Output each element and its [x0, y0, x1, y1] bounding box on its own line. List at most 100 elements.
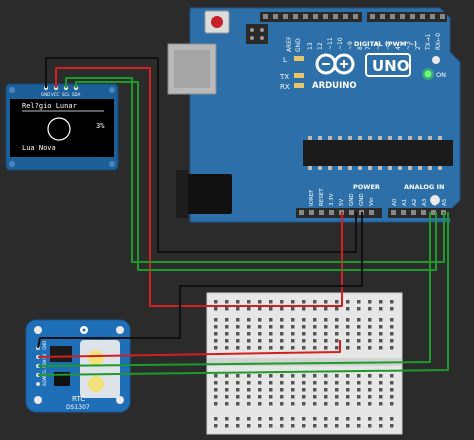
breadboard-hole[interactable]	[335, 339, 339, 343]
breadboard-hole[interactable]	[346, 374, 350, 378]
breadboard-hole[interactable]	[269, 346, 273, 350]
header-pin[interactable]	[370, 14, 375, 19]
breadboard-hole[interactable]	[280, 424, 284, 428]
breadboard-hole[interactable]	[280, 307, 284, 311]
breadboard-hole[interactable]	[302, 307, 306, 311]
breadboard-hole[interactable]	[357, 424, 361, 428]
header-pin[interactable]	[333, 14, 338, 19]
breadboard-hole[interactable]	[302, 325, 306, 329]
breadboard-hole[interactable]	[346, 346, 350, 350]
breadboard-hole[interactable]	[225, 318, 229, 322]
breadboard-hole[interactable]	[302, 402, 306, 406]
breadboard-hole[interactable]	[269, 381, 273, 385]
breadboard-hole[interactable]	[313, 402, 317, 406]
breadboard-hole[interactable]	[269, 374, 273, 378]
breadboard-hole[interactable]	[214, 300, 218, 304]
breadboard-hole[interactable]	[313, 395, 317, 399]
breadboard-hole[interactable]	[346, 395, 350, 399]
breadboard-hole[interactable]	[225, 307, 229, 311]
breadboard-hole[interactable]	[247, 307, 251, 311]
breadboard-hole[interactable]	[346, 318, 350, 322]
breadboard-hole[interactable]	[258, 300, 262, 304]
breadboard-hole[interactable]	[390, 346, 394, 350]
reset-button[interactable]	[204, 10, 230, 34]
header-pin[interactable]	[329, 210, 334, 215]
breadboard-hole[interactable]	[247, 402, 251, 406]
breadboard-hole[interactable]	[280, 318, 284, 322]
breadboard-hole[interactable]	[236, 307, 240, 311]
breadboard-hole[interactable]	[368, 381, 372, 385]
breadboard-hole[interactable]	[302, 395, 306, 399]
breadboard-hole[interactable]	[335, 307, 339, 311]
breadboard-hole[interactable]	[302, 318, 306, 322]
header-pin[interactable]	[390, 14, 395, 19]
breadboard-hole[interactable]	[368, 325, 372, 329]
breadboard-hole[interactable]	[357, 381, 361, 385]
breadboard-hole[interactable]	[335, 381, 339, 385]
breadboard-hole[interactable]	[214, 339, 218, 343]
breadboard-hole[interactable]	[346, 402, 350, 406]
breadboard-hole[interactable]	[368, 417, 372, 421]
breadboard-hole[interactable]	[225, 395, 229, 399]
breadboard-hole[interactable]	[335, 395, 339, 399]
header-pin[interactable]	[380, 14, 385, 19]
breadboard-hole[interactable]	[313, 346, 317, 350]
breadboard-hole[interactable]	[368, 339, 372, 343]
breadboard-hole[interactable]	[324, 339, 328, 343]
breadboard-hole[interactable]	[379, 395, 383, 399]
breadboard-hole[interactable]	[269, 318, 273, 322]
breadboard-hole[interactable]	[346, 325, 350, 329]
breadboard-hole[interactable]	[269, 300, 273, 304]
breadboard-hole[interactable]	[324, 300, 328, 304]
breadboard-hole[interactable]	[324, 402, 328, 406]
breadboard-hole[interactable]	[390, 318, 394, 322]
header-pin[interactable]	[293, 14, 298, 19]
breadboard-hole[interactable]	[379, 307, 383, 311]
header-pin[interactable]	[391, 210, 396, 215]
breadboard-hole[interactable]	[368, 374, 372, 378]
breadboard-hole[interactable]	[379, 424, 383, 428]
header-pin[interactable]	[349, 210, 354, 215]
breadboard-hole[interactable]	[335, 374, 339, 378]
breadboard-hole[interactable]	[390, 325, 394, 329]
breadboard-hole[interactable]	[357, 388, 361, 392]
breadboard-hole[interactable]	[269, 424, 273, 428]
breadboard-hole[interactable]	[346, 300, 350, 304]
breadboard-hole[interactable]	[236, 339, 240, 343]
breadboard-hole[interactable]	[390, 374, 394, 378]
breadboard-hole[interactable]	[335, 402, 339, 406]
breadboard-hole[interactable]	[346, 424, 350, 428]
header-pin[interactable]	[309, 210, 314, 215]
breadboard-hole[interactable]	[280, 402, 284, 406]
breadboard-hole[interactable]	[291, 339, 295, 343]
breadboard-hole[interactable]	[225, 339, 229, 343]
breadboard-hole[interactable]	[379, 381, 383, 385]
breadboard-hole[interactable]	[258, 402, 262, 406]
breadboard-hole[interactable]	[302, 346, 306, 350]
breadboard-hole[interactable]	[346, 332, 350, 336]
breadboard-hole[interactable]	[313, 339, 317, 343]
breadboard-hole[interactable]	[368, 402, 372, 406]
breadboard-hole[interactable]	[291, 346, 295, 350]
breadboard-hole[interactable]	[379, 318, 383, 322]
breadboard-hole[interactable]	[258, 374, 262, 378]
breadboard-hole[interactable]	[280, 381, 284, 385]
breadboard-hole[interactable]	[236, 395, 240, 399]
breadboard-hole[interactable]	[390, 339, 394, 343]
header-pin[interactable]	[283, 14, 288, 19]
breadboard-hole[interactable]	[236, 332, 240, 336]
breadboard-hole[interactable]	[247, 318, 251, 322]
breadboard-hole[interactable]	[247, 325, 251, 329]
breadboard-hole[interactable]	[280, 395, 284, 399]
header-pin[interactable]	[319, 210, 324, 215]
breadboard-hole[interactable]	[324, 424, 328, 428]
breadboard-hole[interactable]	[247, 381, 251, 385]
header-pin[interactable]	[400, 14, 405, 19]
breadboard-hole[interactable]	[324, 346, 328, 350]
breadboard-hole[interactable]	[236, 325, 240, 329]
breadboard-hole[interactable]	[236, 318, 240, 322]
breadboard-hole[interactable]	[225, 402, 229, 406]
breadboard-hole[interactable]	[379, 388, 383, 392]
breadboard-hole[interactable]	[236, 424, 240, 428]
